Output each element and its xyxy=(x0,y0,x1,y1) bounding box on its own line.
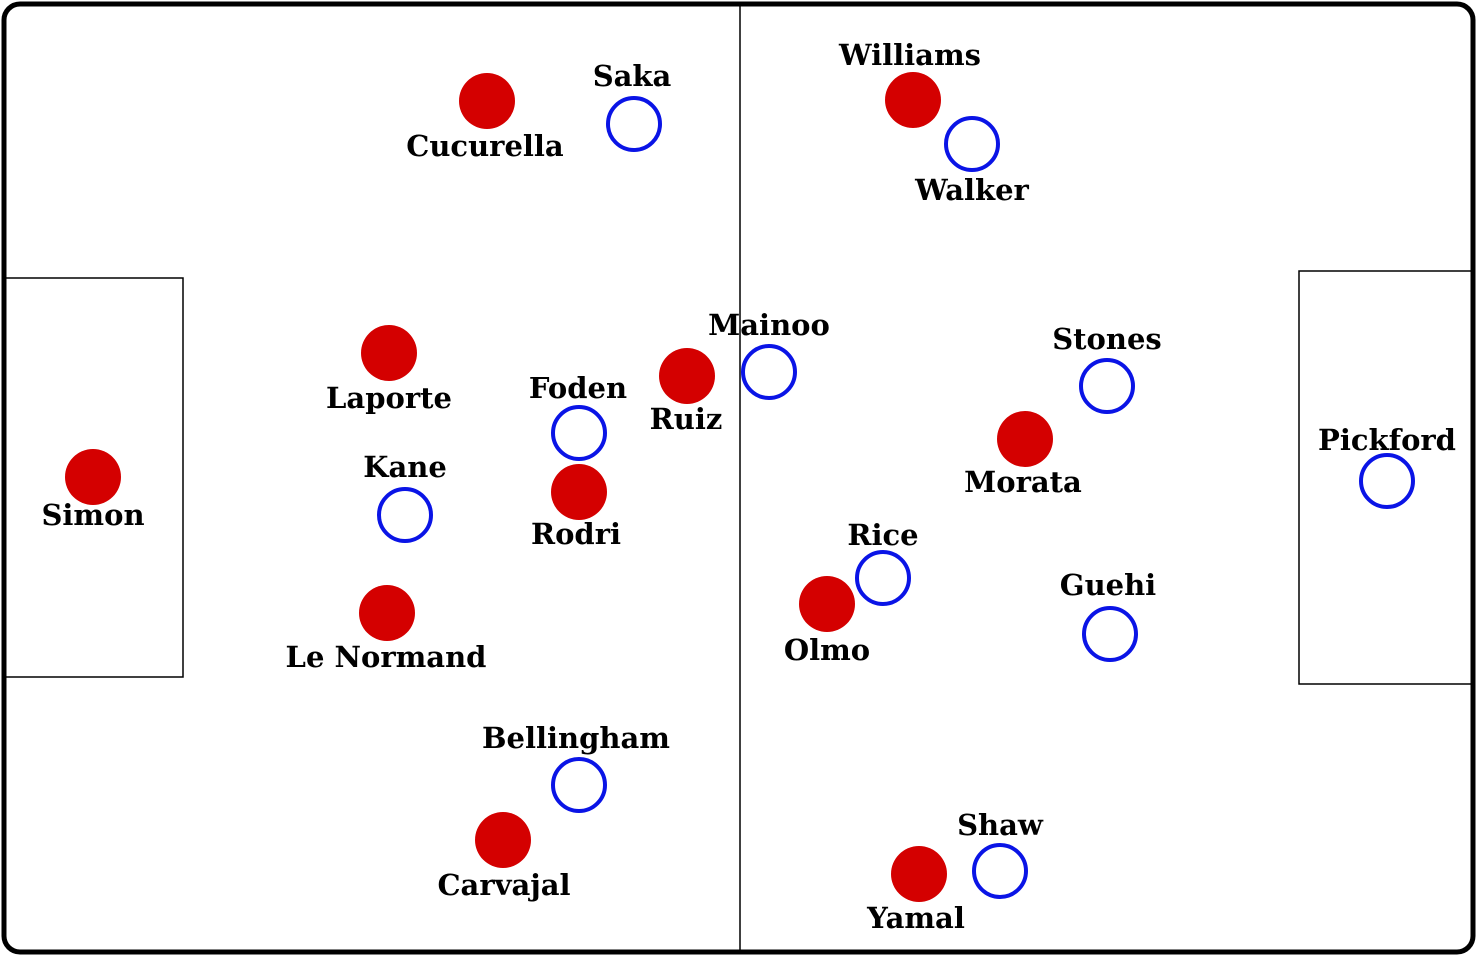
player-label-mainoo: Mainoo xyxy=(708,308,830,342)
player-marker-rodri xyxy=(551,464,607,520)
player-mainoo: Mainoo xyxy=(708,308,830,400)
player-label-laporte: Laporte xyxy=(326,381,452,415)
player-shaw: Shaw xyxy=(957,808,1044,899)
player-label-rice: Rice xyxy=(847,518,918,552)
player-guehi: Guehi xyxy=(1060,568,1156,662)
player-label-ruiz: Ruiz xyxy=(650,402,723,436)
player-yamal: Yamal xyxy=(866,846,965,935)
player-morata: Morata xyxy=(964,411,1082,499)
player-marker-pickford xyxy=(1359,453,1415,509)
player-label-carvajal: Carvajal xyxy=(437,868,570,902)
player-marker-morata xyxy=(997,411,1053,467)
player-label-bellingham: Bellingham xyxy=(482,721,670,755)
player-rice: Rice xyxy=(847,518,919,606)
player-stones: Stones xyxy=(1052,322,1162,414)
player-label-williams: Williams xyxy=(838,38,981,72)
player-marker-cucurella xyxy=(459,73,515,129)
player-le-normand: Le Normand xyxy=(286,585,487,674)
player-marker-shaw xyxy=(972,843,1028,899)
player-marker-guehi xyxy=(1082,606,1138,662)
player-marker-le-normand xyxy=(359,585,415,641)
right-penalty-box xyxy=(1298,270,1473,685)
player-marker-olmo xyxy=(799,576,855,632)
left-penalty-box xyxy=(4,277,184,678)
player-label-olmo: Olmo xyxy=(784,633,870,667)
player-label-foden: Foden xyxy=(529,371,627,405)
player-olmo: Olmo xyxy=(784,576,870,667)
player-marker-yamal xyxy=(891,846,947,902)
player-label-morata: Morata xyxy=(964,465,1082,499)
player-ruiz: Ruiz xyxy=(650,348,723,436)
player-marker-stones xyxy=(1079,358,1135,414)
player-label-guehi: Guehi xyxy=(1060,568,1156,602)
player-label-rodri: Rodri xyxy=(531,517,621,551)
player-marker-rice xyxy=(855,550,911,606)
player-label-kane: Kane xyxy=(363,450,447,484)
player-marker-laporte xyxy=(361,325,417,381)
player-label-cucurella: Cucurella xyxy=(406,129,564,163)
player-marker-foden xyxy=(551,405,607,461)
player-marker-walker xyxy=(944,116,1000,172)
player-marker-ruiz xyxy=(659,348,715,404)
player-label-le-normand: Le Normand xyxy=(286,640,487,674)
player-laporte: Laporte xyxy=(326,325,452,415)
player-marker-simon xyxy=(65,449,121,505)
player-carvajal: Carvajal xyxy=(437,812,571,902)
player-simon: Simon xyxy=(41,449,145,532)
player-marker-bellingham xyxy=(551,757,607,813)
player-rodri: Rodri xyxy=(531,464,621,551)
player-pickford: Pickford xyxy=(1318,423,1456,509)
player-label-simon: Simon xyxy=(41,498,144,532)
player-bellingham: Bellingham xyxy=(482,721,670,813)
player-marker-kane xyxy=(377,487,433,543)
player-marker-mainoo xyxy=(741,344,797,400)
player-williams: Williams xyxy=(838,38,981,128)
player-marker-saka xyxy=(606,96,662,152)
player-walker: Walker xyxy=(914,116,1030,207)
player-label-walker: Walker xyxy=(914,173,1029,207)
player-marker-williams xyxy=(885,72,941,128)
player-cucurella: Cucurella xyxy=(406,73,564,163)
player-saka: Saka xyxy=(593,59,672,152)
player-foden: Foden xyxy=(529,371,627,461)
player-kane: Kane xyxy=(363,450,447,543)
player-marker-carvajal xyxy=(475,812,531,868)
player-label-pickford: Pickford xyxy=(1318,423,1456,457)
player-label-saka: Saka xyxy=(593,59,672,93)
player-label-yamal: Yamal xyxy=(866,901,965,935)
player-label-shaw: Shaw xyxy=(957,808,1044,842)
player-label-stones: Stones xyxy=(1052,322,1162,356)
